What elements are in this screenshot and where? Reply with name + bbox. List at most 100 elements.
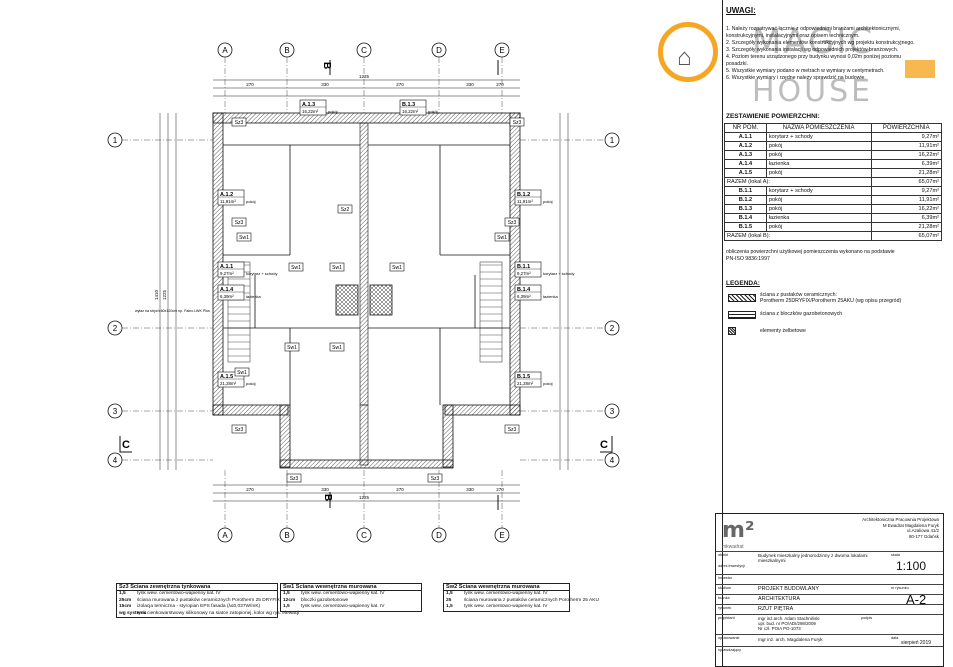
col-header: NR POM. — [724, 123, 767, 133]
area-schedule-note: obliczenia powierzchni użytkowej pomiesz… — [726, 249, 940, 263]
svg-text:D: D — [436, 46, 442, 55]
wall-type-tag: Sw1 — [288, 262, 304, 272]
svg-text:B.1.2: B.1.2 — [517, 192, 530, 198]
note-line: 3. Szczegóły wykonania instalacji wg odp… — [726, 47, 899, 53]
date-value: sierpień 2019 — [901, 640, 932, 646]
dimension-label: 1225 — [359, 495, 370, 500]
label-object: obiekt — [718, 553, 729, 557]
svg-text:A: A — [222, 46, 228, 55]
legend-swatch-aerated — [728, 311, 756, 319]
table-row: RAZEM (lokal A):65,07m² — [724, 177, 943, 187]
title-block: m² mkwadrat Architektoniczna Pracownia P… — [715, 513, 944, 667]
svg-text:B.1.5: B.1.5 — [517, 374, 530, 380]
wall-type-tag: Sw1 — [389, 262, 405, 272]
wall-type-tag: Sw1 — [236, 232, 252, 242]
dimension-label: 330 — [466, 487, 474, 492]
wall-type-tag: Sz2 — [337, 204, 353, 214]
legend-text: Porotherm 25DRYFIX/Porotherm 25AKU (wg o… — [760, 298, 902, 304]
svg-text:Sz2: Sz2 — [341, 207, 350, 213]
wall-type-tag: Sw1 — [234, 367, 250, 377]
svg-text:6,39m²: 6,39m² — [517, 294, 531, 299]
notes-title: UWAGI: — [726, 6, 756, 15]
legend-item-concrete: elementy żelbetowe — [760, 328, 806, 334]
svg-text:Sw1: Sw1 — [497, 235, 507, 241]
label-sign: podpis — [861, 616, 873, 620]
legend-item-aerated: ściana z bloczków gazobetonowych — [760, 311, 843, 317]
svg-text:pokój: pokój — [543, 381, 553, 386]
svg-text:1: 1 — [610, 136, 615, 145]
dimension-label: 1225 — [359, 74, 370, 79]
axis-bubble-3: 3 — [107, 403, 123, 419]
wall-type-tag: Sz3 — [427, 473, 443, 483]
watermark-house: HOUSE — [752, 74, 874, 109]
svg-text:Sw1: Sw1 — [237, 370, 247, 376]
dimension-label: 270 — [396, 487, 404, 492]
wall-type-tag: Sw1 — [329, 262, 345, 272]
dimension-label: 1225 — [162, 289, 167, 300]
svg-text:3: 3 — [610, 407, 615, 416]
svg-text:pokój: pokój — [328, 109, 338, 114]
svg-text:2: 2 — [113, 324, 118, 333]
svg-text:2: 2 — [610, 324, 615, 333]
office-line: ul.Azaliowa 41/2 — [907, 528, 939, 533]
svg-text:łazienka: łazienka — [246, 294, 261, 299]
dimension-label: 270 — [246, 82, 254, 87]
svg-text:łazienka: łazienka — [543, 294, 558, 299]
svg-text:B: B — [284, 46, 289, 55]
svg-text:Sw1: Sw1 — [287, 345, 297, 351]
svg-text:E: E — [499, 46, 504, 55]
drawing-title: RZUT PIĘTRA — [758, 606, 794, 612]
svg-text:A.1.1: A.1.1 — [220, 264, 233, 270]
svg-text:A.1.4: A.1.4 — [220, 287, 234, 293]
wall-type-tag: Sz3 — [504, 424, 520, 434]
axis-bubble-d: D — [431, 42, 447, 58]
note-line: 6. Wszystkie wymiary i rzędne należy spr… — [726, 75, 866, 81]
note-line: PN-ISO 9836:1997 — [726, 256, 770, 262]
svg-text:A: A — [222, 531, 228, 540]
svg-text:4: 4 — [610, 456, 615, 465]
designer-line: upr. bud. nr PO/ADI/298/2009 — [758, 621, 816, 626]
dimension-label: 330 — [321, 487, 329, 492]
wall-type-tag: Sz3 — [509, 117, 525, 127]
notes-panel — [722, 0, 945, 667]
label-designer: projektant — [718, 616, 735, 620]
notes-list: 1. Należy rozpatrywać łącznie z odpowied… — [726, 26, 938, 82]
label-stage: stadium — [718, 586, 732, 590]
office-line: 80-177 Gdańsk — [908, 533, 939, 539]
office-logo-sub: mkwadrat — [722, 544, 744, 550]
svg-text:pokój: pokój — [246, 199, 256, 204]
legend-item-ceramic: ściana z pustaków ceramicznych: Porother… — [760, 292, 940, 304]
wall-type-tag: Sz3 — [504, 217, 520, 227]
axis-bubble-d: D — [431, 527, 447, 543]
exterior-walls — [212, 112, 521, 469]
axis-bubble-c: C — [356, 527, 372, 543]
note-line: 1. Należy rozpatrywać łącznie z odpowied… — [726, 26, 901, 32]
section-mark-b-top: B — [321, 62, 332, 69]
svg-text:Sw1: Sw1 — [392, 265, 402, 271]
svg-text:Sw1: Sw1 — [239, 235, 249, 241]
svg-text:B: B — [284, 531, 289, 540]
legend-title: LEGENDA: — [726, 280, 760, 287]
legend-text: ściana z pustaków ceramicznych: — [760, 292, 837, 298]
svg-text:pokój: pokój — [428, 109, 438, 114]
dimension-label: 270 — [396, 82, 404, 87]
designer-line: mgr inż.arch. Adam Stachniński — [758, 616, 820, 621]
svg-text:C: C — [361, 46, 367, 55]
dimension-label: 270 — [496, 82, 504, 87]
svg-text:pokój: pokój — [246, 381, 256, 386]
